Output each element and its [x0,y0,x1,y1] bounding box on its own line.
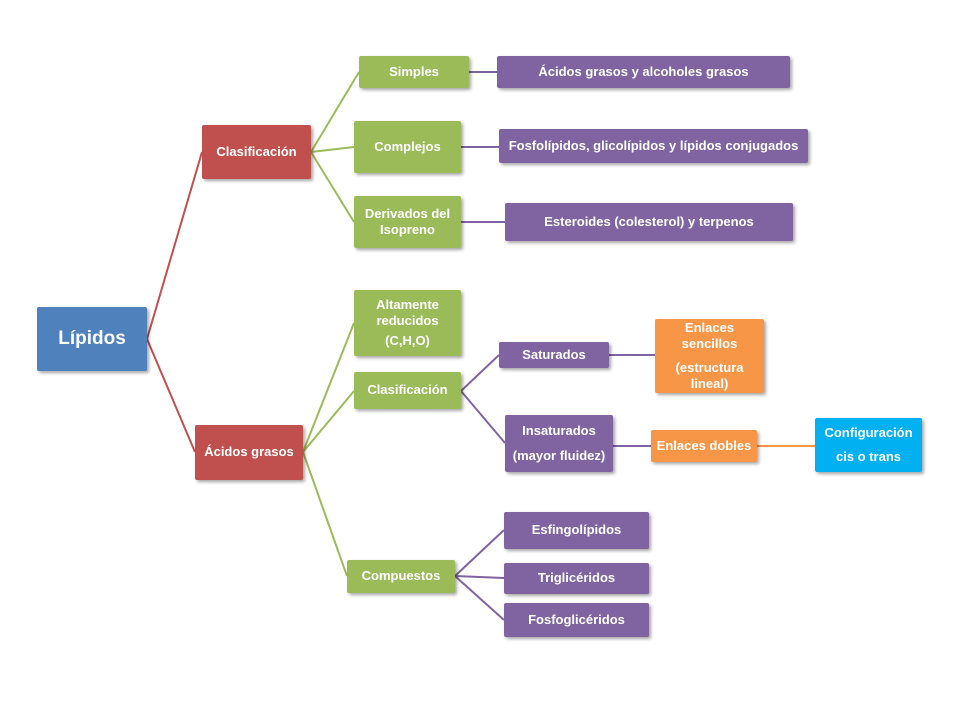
node-altamente-line2: reducidos [376,312,439,328]
connector-clasificacion-saturados [460,354,500,392]
connector-clasificacion-derivados [310,151,355,223]
node-altamente-reducidos: Altamente reducidos (C,H,O) [354,290,461,356]
node-sencillos-line3: (estructura [675,360,744,375]
node-enlaces-dobles-label: Enlaces dobles [656,437,752,453]
node-fosfolipidos: Fosfolípidos, glicolípidos y lípidos con… [499,129,808,163]
node-lipidos: Lípidos [37,307,147,371]
node-configuracion-line1: Configuración [824,424,913,440]
node-acidos-alcoholes-label: Ácidos grasos y alcoholes grasos [538,63,749,79]
node-simples: Simples [359,56,469,88]
node-clasificacion-label: Clasificación [216,143,297,159]
node-derivados-line2: Isopreno [380,222,435,237]
connector-acidos-compuestos [302,451,348,577]
node-trigliceridos-label: Triglicéridos [537,570,616,586]
node-lipidos-label: Lípidos [58,328,126,350]
connector-clasificacion-simples [310,71,360,153]
node-trigliceridos: Triglicéridos [504,563,649,594]
node-esfingolipidos-label: Esfingolípidos [531,522,622,538]
node-compuestos-label: Compuestos [361,568,441,584]
connector-compuestos-fosfogliceridos [454,575,505,621]
connector-clasificacion-complejos [310,146,355,153]
node-fosfogliceridos-label: Fosfoglicéridos [528,611,625,627]
node-altamente-line1: Altamente [376,296,439,312]
connector-acidos-altamente [302,322,355,453]
node-acidos-grasos-label: Ácidos grasos [204,444,294,460]
node-complejos: Complejos [354,121,461,173]
node-acidos-grasos: Ácidos grasos [195,425,303,480]
node-esteroides-label: Esteroides (colesterol) y terpenos [544,213,754,229]
node-saturados-label: Saturados [522,346,586,362]
node-insaturados-line2: (mayor fluidez) [512,447,606,463]
node-sencillos-line2: sencillos [681,335,738,351]
connector-acidos-clasificacion [302,390,355,453]
node-clasificacion: Clasificación [202,125,311,179]
node-configuracion: Configuración cis o trans [815,418,922,472]
node-derivados-line1: Derivados del [364,205,451,221]
node-altamente-line3: (C,H,O) [385,333,430,349]
node-esfingolipidos: Esfingolípidos [504,512,649,549]
node-sencillos-line4: lineal) [690,376,729,392]
connector-lipidos-clasificacion [146,151,203,340]
node-esteroides: Esteroides (colesterol) y terpenos [505,203,793,241]
node-fosfolipidos-label: Fosfolípidos, glicolípidos y lípidos con… [508,137,799,153]
node-fosfogliceridos: Fosfoglicéridos [504,603,649,637]
node-derivados-isopreno: Derivados del Isopreno [354,196,461,248]
connector-lipidos-acidos-grasos [146,338,196,453]
node-sencillos-line1: Enlaces [684,319,735,335]
node-acidos-alcoholes-grasos: Ácidos grasos y alcoholes grasos [497,56,790,88]
node-insaturados-line1: Insaturados [522,423,596,439]
connector-clasificacion-insaturados [460,390,506,444]
node-configuracion-line2: cis o trans [835,449,902,464]
connector-compuestos-esfingolipidos [454,529,505,577]
node-simples-label: Simples [389,63,439,79]
node-insaturados: Insaturados (mayor fluidez) [505,415,613,472]
connector-compuestos-trigliceridos [454,575,505,579]
node-saturados: Saturados [499,342,609,368]
node-clasificacion-acidos: Clasificación [354,372,461,409]
node-compuestos: Compuestos [347,560,455,593]
node-enlaces-sencillos: Enlaces sencillos (estructura lineal) [655,319,764,393]
node-clasificacion-acidos-label: Clasificación [367,382,448,398]
node-enlaces-dobles: Enlaces dobles [651,430,757,462]
node-complejos-label: Complejos [374,138,441,154]
